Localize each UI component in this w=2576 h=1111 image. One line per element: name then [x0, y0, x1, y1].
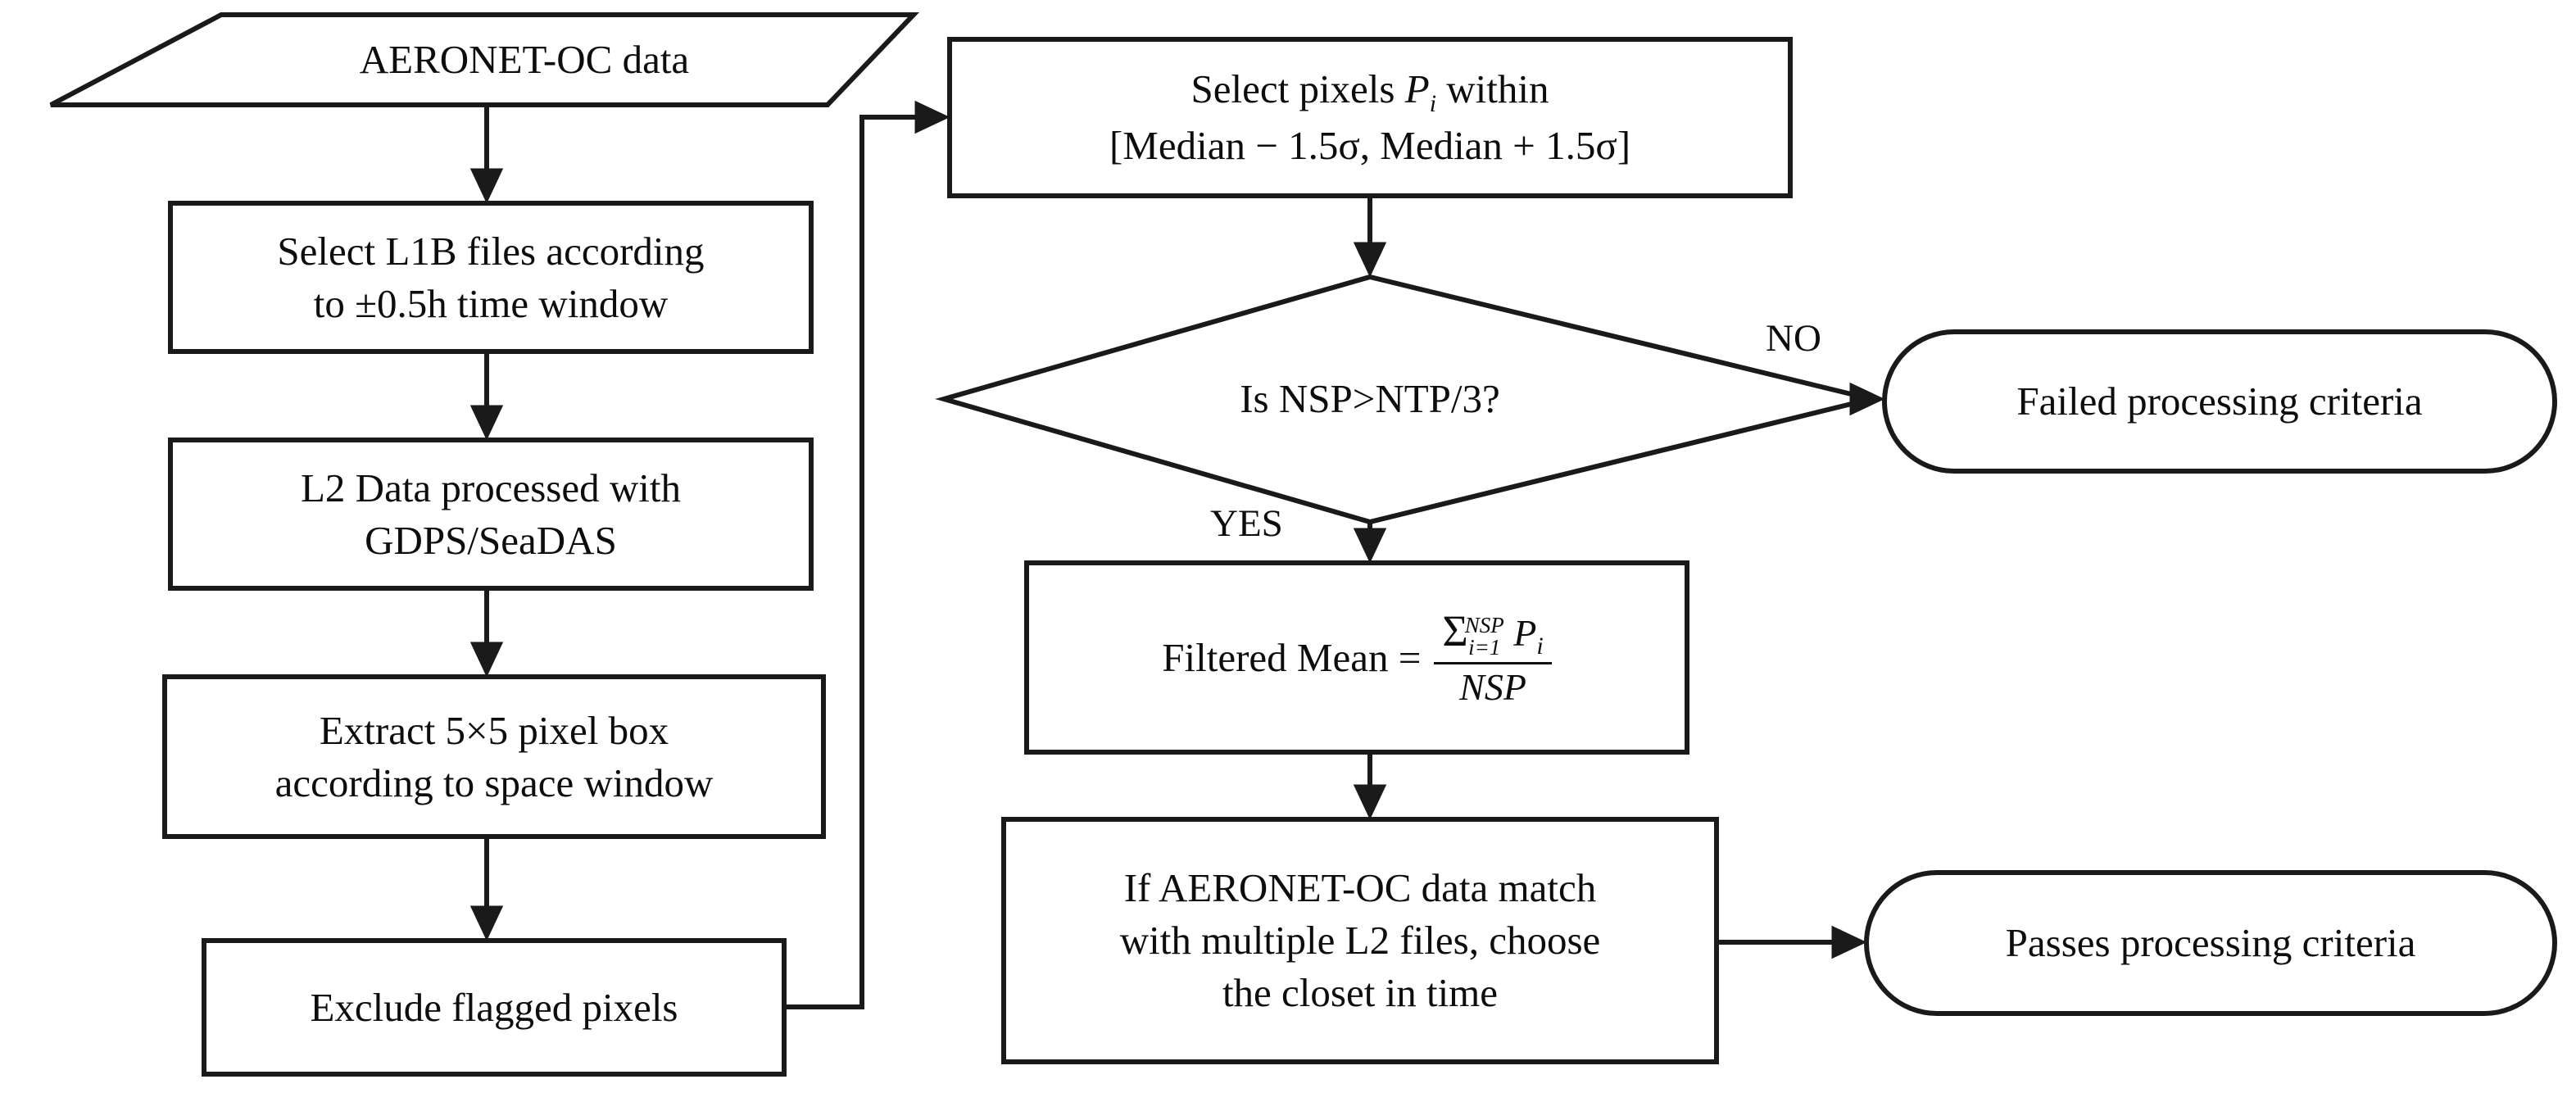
node-failed-shape: [1882, 329, 2557, 474]
node-multi-match-shape: [1001, 817, 1719, 1064]
node-l2-process-shape: [168, 438, 814, 591]
node-passed-shape: [1864, 870, 2557, 1016]
node-extract-box-shape: [162, 674, 826, 839]
node-filtered-mean-shape: [1024, 560, 1689, 755]
node-select-l1b-shape: [168, 201, 814, 354]
node-exclude-flagged-shape: [202, 938, 787, 1077]
node-input-data-shape: [49, 12, 920, 107]
edge-label-yes: YES: [1210, 502, 1283, 545]
edge-exclude-to-select-pixels: [784, 100, 950, 1009]
node-decision-shape: [935, 274, 1872, 525]
edge-label-no: NO: [1766, 317, 1821, 360]
node-select-pixels-shape: [947, 37, 1793, 198]
